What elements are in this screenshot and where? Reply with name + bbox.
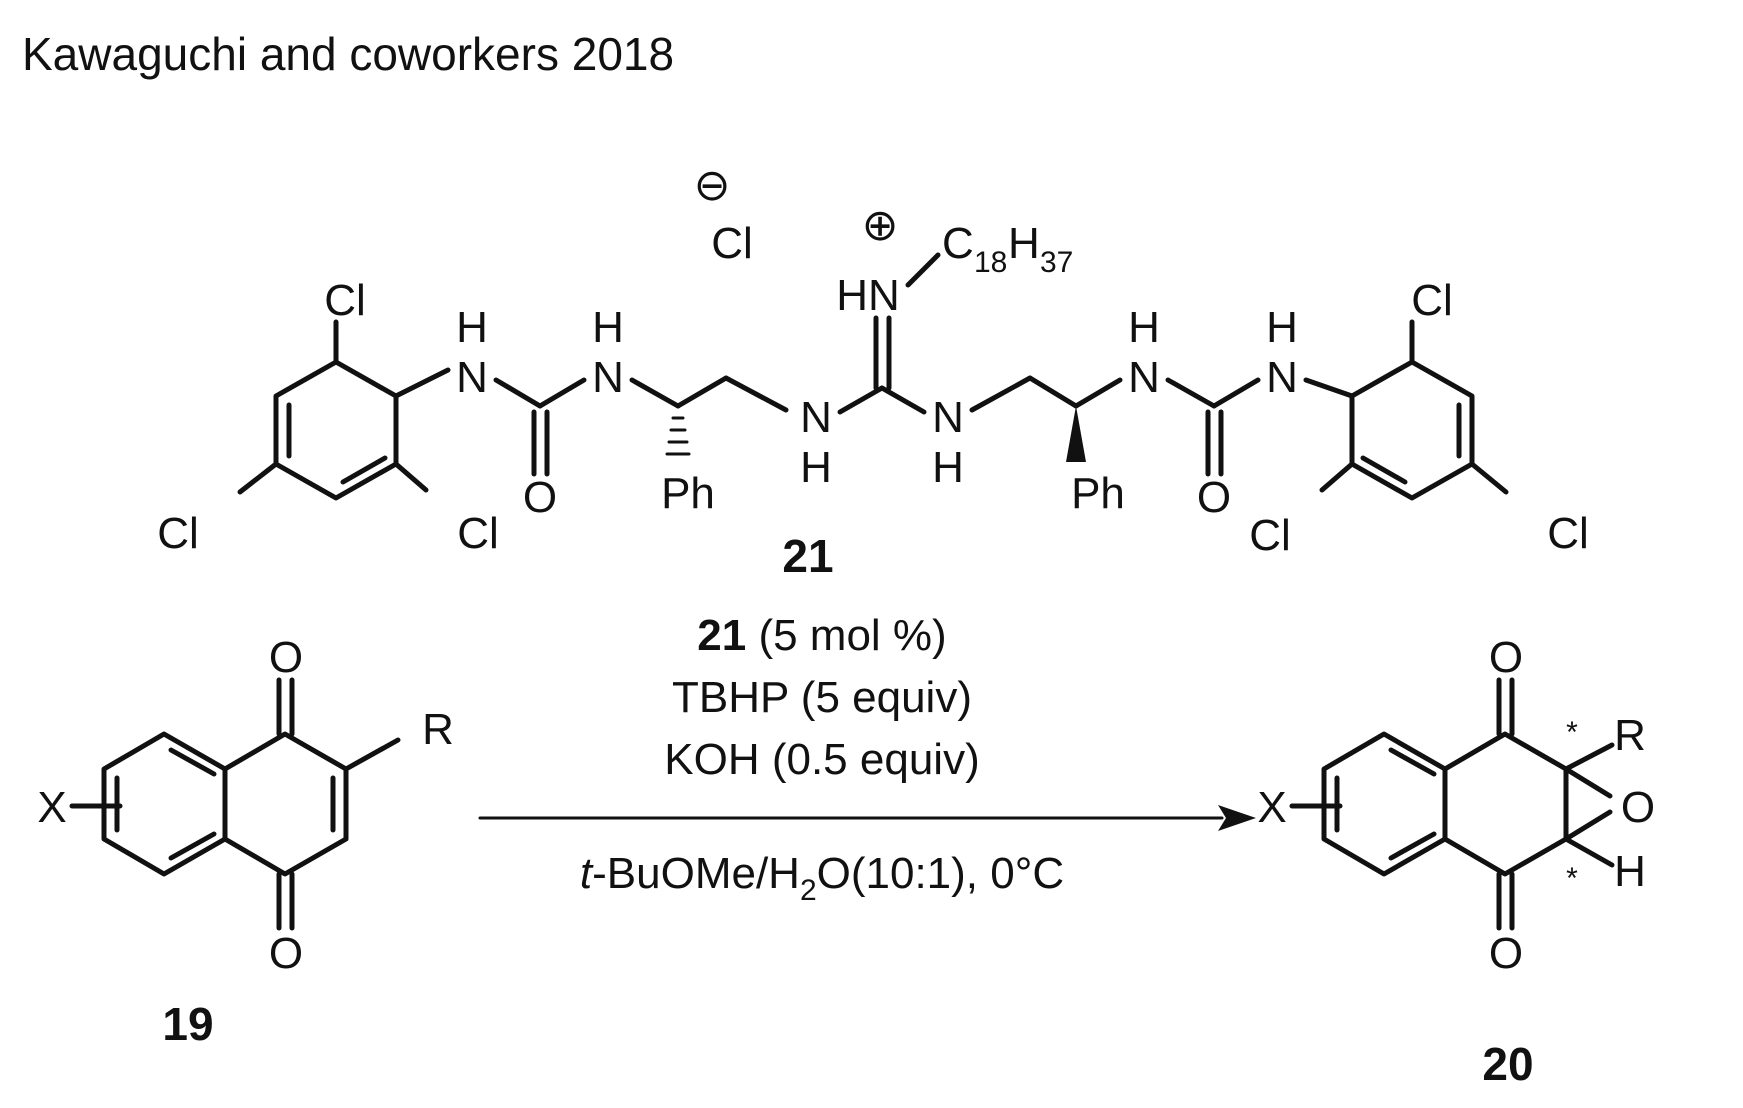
phenyl-left: Ph [661,469,715,518]
reactant-label: 19 [162,998,213,1050]
condition-line-1: 21 (5 mol %) [697,611,946,660]
urea-nh-4-h: H [1266,303,1298,352]
reactant-o-bottom: O [269,929,303,978]
product-epoxide-o: O [1621,783,1655,832]
solvent-italic: t [580,849,594,898]
product-r-group: R [1614,711,1646,760]
guanidine-h-right: H [932,443,964,492]
reaction-arrow-head [1218,805,1256,831]
solvent-part-a: -BuOMe/H [592,849,800,898]
guanidine-n-right: N [932,393,964,442]
product-label: 20 [1482,1038,1533,1090]
cl-bottom-right: Cl [1547,509,1589,558]
urea-o-1: O [523,473,557,522]
product-o-bottom: O [1489,929,1523,978]
urea-nh-3-h: H [1128,303,1160,352]
catalyst-label: 21 [782,530,833,582]
condition-solvent: t-BuOMe/H2O(10:1), 0°C [580,849,1064,907]
anion-charge: ⊖ [694,161,731,210]
chain-c-sub: 18 [974,246,1007,279]
cl-ortho-left: Cl [457,509,499,558]
hashed-wedge-bond [665,416,691,456]
chain-c: C [942,219,974,268]
condition-line-2: TBHP (5 equiv) [672,673,972,722]
solvent-part-b: O(10:1), 0°C [817,849,1064,898]
catalyst-21-structure: ⊖ Cl Cl Cl Cl H N O H N [157,161,1589,582]
cl-ortho-right: Cl [1249,511,1291,560]
urea-nh-1-h: H [456,303,488,352]
stereocenter-mark-top: * [1566,716,1578,749]
reactant-x-substituent: X [37,783,66,832]
product-h-atom: H [1614,847,1646,896]
guanidine-n-left: N [800,393,832,442]
urea-o-2: O [1197,473,1231,522]
reactant-r-group: R [422,705,454,754]
cl-bottom-left: Cl [157,509,199,558]
cl-top-left: Cl [324,276,366,325]
solid-wedge-bond [1066,406,1086,462]
solvent-subscript: 2 [800,874,817,907]
urea-nh-3-n: N [1128,353,1160,402]
cation-charge: ⊕ [862,201,899,250]
urea-nh-2-n: N [592,353,624,402]
urea-nh-4-n: N [1266,353,1298,402]
catalyst-ref: 21 [697,611,746,660]
cl-top-right: Cl [1411,276,1453,325]
product-20-structure: O O O R H * * X 20 [1257,633,1655,1090]
left-aryl-ring: Cl Cl Cl [157,276,499,558]
condition-line-3: KOH (0.5 equiv) [664,735,979,784]
guanidine-h-left: H [800,443,832,492]
reaction-conditions: 21 (5 mol %) TBHP (5 equiv) KOH (0.5 equ… [478,611,1256,907]
urea-nh-1-n: N [456,353,488,402]
chloride-counterion: Cl [711,219,753,268]
octadecyl-chain: C 18 H 37 [942,219,1073,279]
scheme-title: Kawaguchi and coworkers 2018 [22,28,674,80]
phenyl-right: Ph [1071,469,1125,518]
product-o-top: O [1489,633,1523,682]
reactant-19-structure: O O R X 19 [37,633,454,1050]
urea-nh-2-h: H [592,303,624,352]
right-aryl-ring: Cl Cl Cl [1249,276,1589,560]
guanidinium-hn: HN [836,271,900,320]
reactant-o-top: O [269,633,303,682]
stereocenter-mark-bottom: * [1566,862,1578,895]
catalyst-loading: (5 mol %) [746,611,946,660]
product-x-substituent: X [1257,783,1286,832]
chain-h-sub: 37 [1040,246,1073,279]
chain-h: H [1008,219,1040,268]
